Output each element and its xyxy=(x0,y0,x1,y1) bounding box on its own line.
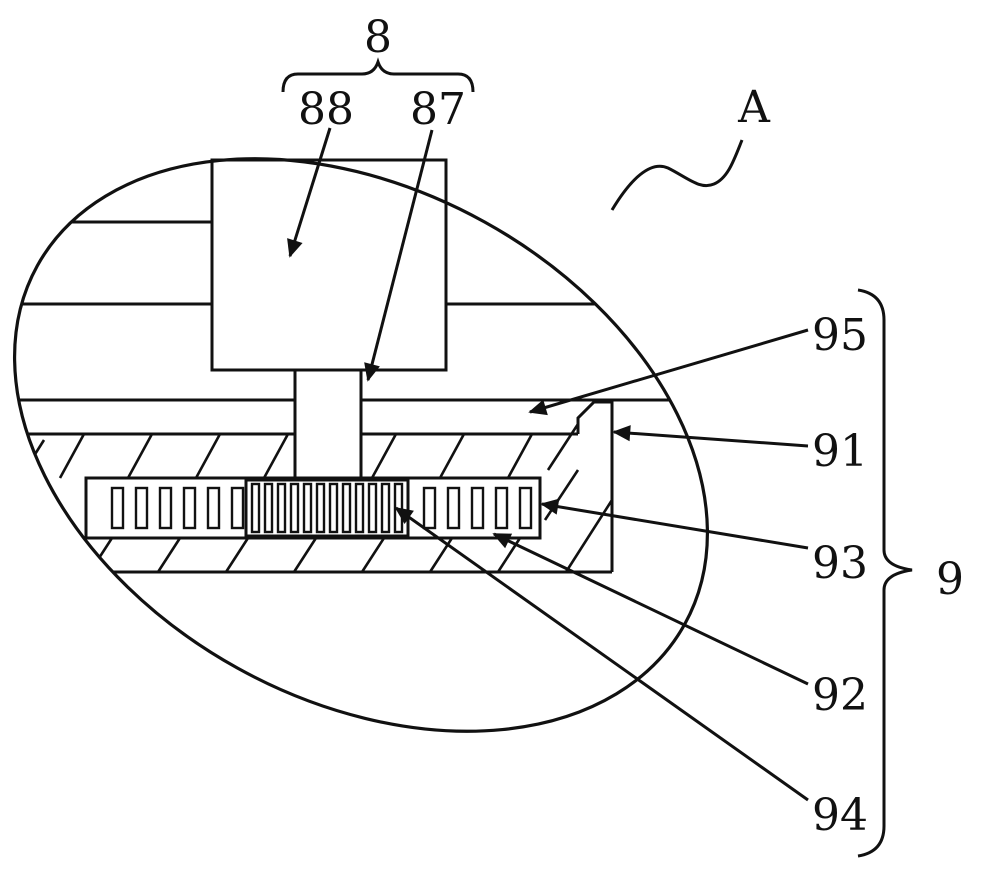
brace-8 xyxy=(281,57,475,93)
detail-wave-A xyxy=(610,139,744,211)
label-88: 88 xyxy=(298,84,354,135)
leader-lines xyxy=(287,127,809,802)
rack-slot xyxy=(494,486,509,530)
gear-tooth xyxy=(276,482,287,534)
rack-strip-93 xyxy=(84,476,542,540)
rack-slot xyxy=(470,486,485,530)
leader-93 xyxy=(540,498,809,550)
shaft-87 xyxy=(293,368,363,480)
label-92: 92 xyxy=(812,670,868,721)
label-A: A xyxy=(737,82,771,133)
rack-slot xyxy=(422,486,437,530)
rack-slot xyxy=(446,486,461,530)
gear-tooth xyxy=(328,482,339,534)
gear-teeth xyxy=(250,482,404,534)
rack-slot xyxy=(158,486,173,530)
leader-91 xyxy=(612,425,809,448)
leader-92 xyxy=(492,532,809,686)
gear-tooth xyxy=(302,482,313,534)
leader-94 xyxy=(394,506,809,802)
label-94: 94 xyxy=(812,790,868,841)
rack-slot xyxy=(230,486,245,530)
label-9: 9 xyxy=(936,554,964,605)
rack-slot xyxy=(134,486,149,530)
gear-tooth xyxy=(315,482,326,534)
label-91: 91 xyxy=(812,426,868,477)
label-8: 8 xyxy=(364,12,392,63)
label-93: 93 xyxy=(812,538,868,589)
rack-slot xyxy=(110,486,125,530)
side-frame-91 xyxy=(480,400,614,574)
upper-block-88 xyxy=(210,158,448,372)
brace-9 xyxy=(857,288,913,858)
gear-tooth xyxy=(341,482,352,534)
leader-88 xyxy=(287,127,332,258)
rack-slot xyxy=(206,486,221,530)
gear-tooth xyxy=(250,482,261,534)
label-87: 87 xyxy=(410,84,466,135)
rack-slot xyxy=(182,486,197,530)
label-95: 95 xyxy=(812,310,868,361)
gear-tooth xyxy=(367,482,378,534)
gear-tooth xyxy=(289,482,300,534)
leader-95 xyxy=(528,328,809,416)
gear-tooth xyxy=(380,482,391,534)
gear-tooth xyxy=(263,482,274,534)
rack-slot xyxy=(518,486,533,530)
leader-87 xyxy=(364,129,434,382)
gear-tooth xyxy=(354,482,365,534)
